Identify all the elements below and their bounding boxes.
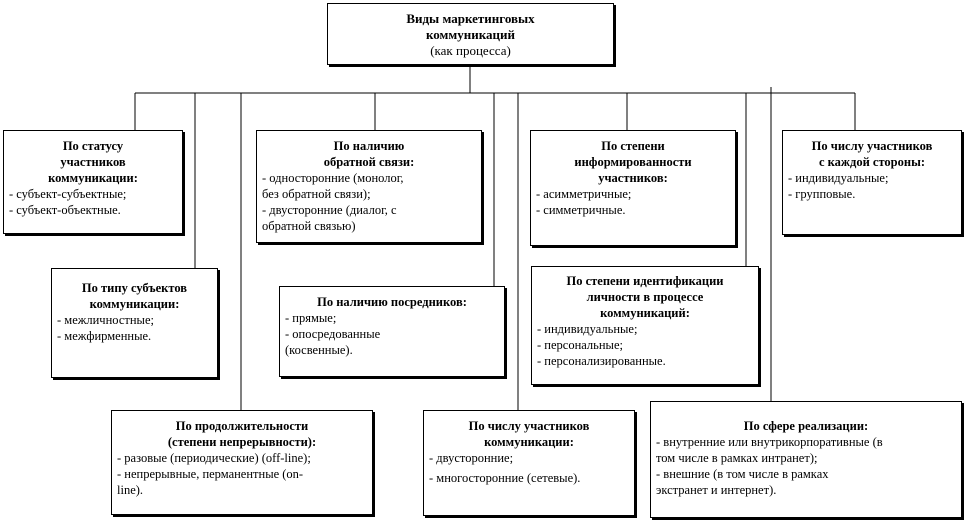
box-status: По статусу участников коммуникации: - су… [3,130,183,234]
box-status-title-2: участников [60,155,126,169]
box-participants-comm-item-1: - двусторонние; [429,451,514,465]
box-feedback-item-3: - двусторонние (диалог, с [262,203,397,217]
box-subject-type-item-1: - межличностные; [57,313,154,327]
box-intermediaries-title-1: По наличию посредников: [317,295,467,309]
box-identification-title-2: личности в процессе [586,290,704,304]
box-sphere-title-1: По сфере реализации: [743,419,869,433]
box-feedback-title-1: По наличию [333,139,405,153]
box-subject-type-item-2: - межфирменные. [57,329,152,343]
box-duration-title-2: (степени непрерывности): [167,435,317,449]
box-duration-item-2: - непрерывные, перманентные (on- [117,467,304,481]
box-participants-side-item-1: - индивидуальные; [788,171,889,185]
box-identification: По степени идентификации личности в проц… [531,266,759,385]
box-awareness-title-1: По степени [601,139,665,153]
box-subject-type: По типу субъектов коммуникации: - межлич… [51,268,218,378]
box-awareness-title-2: информированности [574,155,692,169]
box-feedback-item-2: без обратной связи); [262,187,371,201]
box-participants-side-title-2: с каждой стороны: [819,155,925,169]
box-awareness-item-1: - асимметричные; [536,187,632,201]
box-duration-item-1: - разовые (периодические) (off-line); [117,451,311,465]
box-intermediaries-item-1: - прямые; [285,311,337,325]
box-subject-type-title-2: коммуникации: [89,297,180,311]
box-participants-comm-title-1: По числу участников [468,419,590,433]
box-participants-comm: По числу участников коммуникации: - двус… [423,410,635,516]
box-sphere-item-2: том числе в рамках интранет); [656,451,818,465]
box-subject-type-title-1: По типу субъектов [81,281,188,295]
box-feedback-item-4: обратной связью) [262,219,356,233]
box-intermediaries-item-2: - опосредованные [285,327,381,341]
box-status-item-1: - субъект-субъектные; [9,187,127,201]
box-participants-side-title-1: По числу участников [811,139,933,153]
box-status-title-3: коммуникации: [48,171,138,185]
box-intermediaries-item-3: (косвенные). [285,343,353,357]
box-awareness-title-3: участников: [598,171,668,185]
box-participants-comm-item-2: - многосторонние (сетевые). [429,471,581,485]
box-sphere-item-1: - внутренние или внутрикорпоративные (в [656,435,883,449]
box-sphere: По сфере реализации: - внутренние или вн… [650,401,962,518]
root-title-line-2: коммуникаций [425,27,516,42]
box-identification-item-1: - индивидуальные; [537,322,638,336]
box-duration: По продолжительности (степени непрерывно… [111,410,373,515]
box-identification-title-3: коммуникаций: [600,306,690,320]
box-status-title-1: По статусу [62,139,124,153]
box-duration-item-3: line). [117,483,144,497]
box-duration-title-1: По продолжительности [175,419,309,433]
box-sphere-item-4: экстранет и интернет). [656,483,777,497]
box-identification-item-3: - персонализированные. [537,354,666,368]
box-sphere-item-3: - внешние (в том числе в рамках [656,467,829,481]
box-awareness: По степени информированности участников:… [530,130,736,246]
box-participants-side: По числу участников с каждой стороны: - … [782,130,962,235]
box-status-item-2: - субъект-объектные. [9,203,121,217]
box-feedback: По наличию обратной связи: - односторонн… [256,130,482,243]
root-box: Виды маркетинговых коммуникаций (как про… [327,3,614,65]
box-intermediaries: По наличию посредников: - прямые; - опос… [279,286,505,377]
root-title-line-1: Виды маркетинговых [406,11,535,26]
root-subtitle: (как процесса) [430,43,511,58]
box-participants-comm-title-2: коммуникации: [484,435,574,449]
box-feedback-item-1: - односторонние (монолог, [262,171,404,185]
box-feedback-title-2: обратной связи: [323,155,415,169]
box-awareness-item-2: - симметричные. [536,203,626,217]
box-identification-item-2: - персональные; [537,338,623,352]
box-participants-side-item-2: - групповые. [788,187,856,201]
box-identification-title-1: По степени идентификации [566,274,724,288]
